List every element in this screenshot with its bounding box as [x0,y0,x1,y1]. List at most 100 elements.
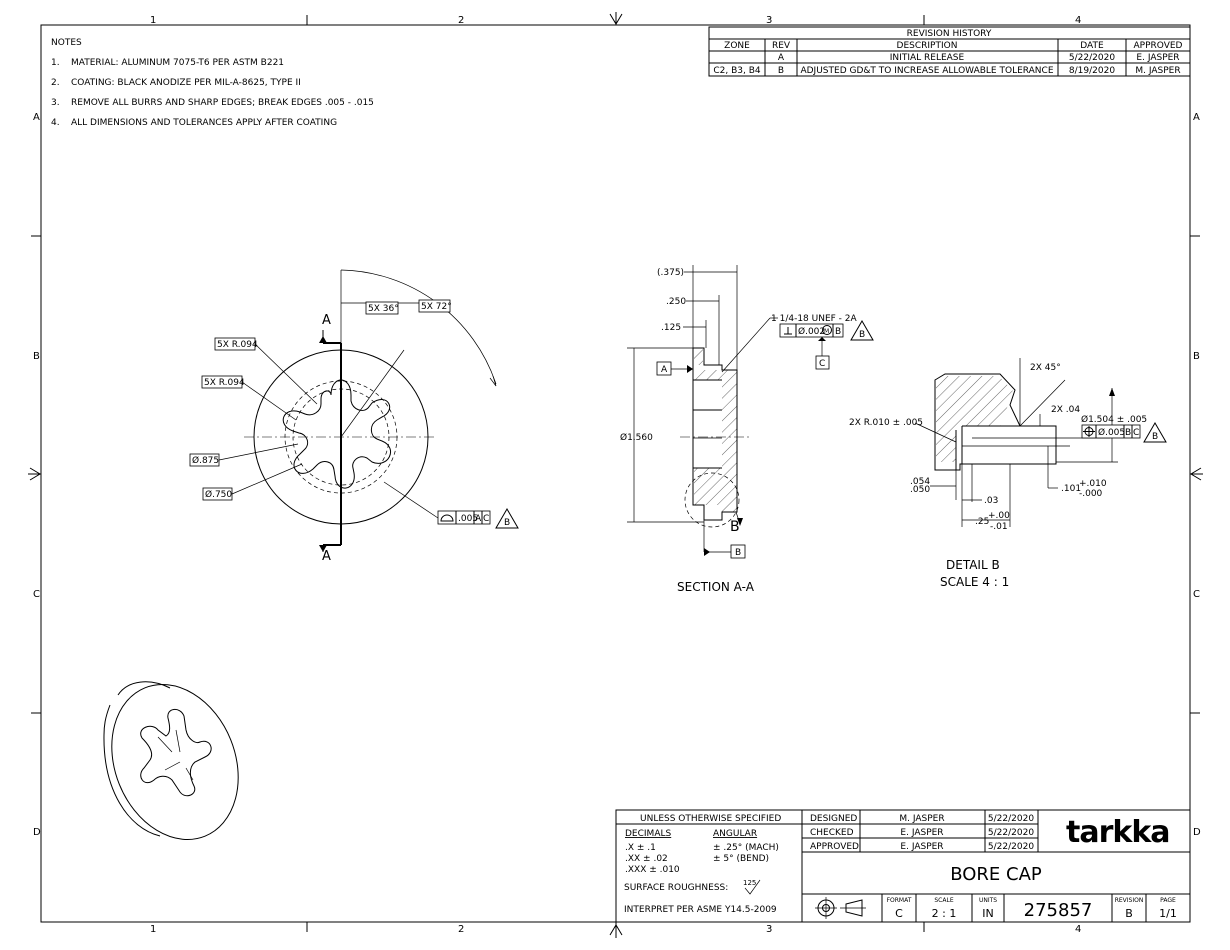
zone-row-a-left: A [33,112,40,123]
zone-row-d-right: D [1193,827,1201,838]
front-profile-datum-a: A [475,514,482,524]
tol-interpret: INTERPRET PER ASME Y14.5-2009 [624,905,777,915]
sheet-border [28,12,1203,938]
scale-label: SCALE [934,897,953,904]
front-profile-fcf: .005 A C B [437,508,519,529]
section-dim-125: .125 [661,323,681,333]
rev-triangle-detail [1143,422,1167,443]
signoff-designed-date: 5/22/2020 [988,814,1034,824]
format-label: FORMAT [887,897,912,904]
section-letter-bottom: A [322,549,331,564]
rev-row-2-date: 8/19/2020 [1069,66,1115,76]
iso-star-recess [140,709,212,797]
tol-roughness-value: 125 [743,879,756,887]
part-name: BORE CAP [950,864,1042,885]
note-3-num: 3. [51,98,60,108]
scale-value: 2 : 1 [932,907,957,920]
revision-history-table: REVISION HISTORY ZONE REV DESCRIPTION DA… [708,26,1191,77]
company-logo: tarkka [1066,815,1170,850]
zone-row-c-left: C [33,589,40,600]
section-thread-fcf: Ø.002 M B B C [779,320,874,370]
zone-row-d-left: D [33,827,41,838]
section-datum-c: C [819,359,825,369]
detail-dim-03: .03 [984,496,998,506]
detail-b-circle [684,472,740,528]
section-thread-rev: B [859,330,865,340]
detail-dim-101-plus: +.010 [1079,479,1107,489]
detail-pos-rev: B [1152,432,1158,442]
signoff-approved-name: E. JASPER [900,842,943,852]
zone-col-4-top: 4 [1075,15,1081,26]
zone-col-3-bottom: 3 [766,924,772,935]
detail-radius: 2X R.010 ± .005 [849,418,923,428]
hatch-wall [722,370,737,512]
datum-a-box [656,361,672,376]
rev-row-2-desc: ADJUSTED GD&T TO INCREASE ALLOWABLE TOLE… [800,66,1053,76]
rev-row-1-date: 5/22/2020 [1069,53,1115,63]
rev-row-2-approved: M. JASPER [1135,66,1180,76]
signoff-approved-label: APPROVED [810,842,859,852]
signoff-checked-name: E. JASPER [900,828,943,838]
tol-angular-title: ANGULAR [713,829,757,839]
front-angle-36-label: 5X 36° [368,304,399,314]
zone-row-a-right: A [1193,112,1200,123]
signoff-designed-name: M. JASPER [899,814,944,824]
profile-surface-icon [440,514,454,522]
surface-roughness-icon [744,879,761,895]
front-view: A A 5X 36° 5X 72° 5X R.094 5X R.094 Ø.87… [189,269,519,564]
note-4-text: ALL DIMENSIONS AND TOLERANCES APPLY AFTE… [71,118,337,128]
zone-row-b-left: B [33,351,40,362]
rev-header-date: DATE [1080,41,1104,51]
detail-view: 2X 45° 2X .04 2X R.010 ± .005 Ø1.504 ± .… [849,358,1167,589]
zone-col-2-top: 2 [458,15,464,26]
hatch-flange-top [694,349,703,365]
section-dim-375: (.375) [657,268,684,278]
detail-chamfer-len: 2X .04 [1051,405,1080,415]
detail-dim-101: .101 [1061,484,1081,494]
detail-dim-25: .25 [975,517,989,527]
section-dim-250: .250 [666,297,686,307]
detail-chamfer: 2X 45° [1030,363,1061,373]
zone-col-1-top: 1 [150,15,156,26]
rev-header-rev: REV [772,41,791,51]
tol-header: UNLESS OTHERWISE SPECIFIED [640,814,781,824]
detail-pos-datum-c: C [1133,428,1139,438]
page-label: PAGE [1160,897,1176,904]
tol-decimal-1: .X ± .1 [625,843,656,853]
detail-position-fcf: Ø.005 B C B [1081,422,1167,443]
angle-72-arc [340,269,497,385]
section-dim-1560: Ø1.560 [620,432,653,443]
page-value: 1/1 [1159,907,1177,920]
signoff-block: DESIGNED M. JASPER 5/22/2020 CHECKED E. … [801,809,1039,853]
zone-col-4-bottom: 4 [1075,924,1081,935]
detail-pos-tol: Ø.005 [1098,427,1125,438]
notes-title: NOTES [51,38,82,48]
rev-row-1-approved: E. JASPER [1136,53,1179,63]
detail-scale: SCALE 4 : 1 [940,575,1009,589]
section-view: B (.375) .250 .125 Ø1.560 A B 1 1/4-18 U… [620,265,874,594]
signoff-checked-date: 5/22/2020 [988,828,1034,838]
detail-pos-datum-b: B [1125,428,1131,438]
section-thread-mod: M [824,328,829,335]
front-dia-875-label: Ø.875 [192,455,219,466]
note-1-num: 1. [51,58,60,68]
note-4-num: 4. [51,118,60,128]
zone-col-1-bottom: 1 [150,924,156,935]
rev-header-approved: APPROVED [1134,41,1183,51]
signoff-approved-date: 5/22/2020 [988,842,1034,852]
units-label: UNITS [979,897,997,904]
detail-dim-054: .054 [910,477,930,487]
zone-row-c-right: C [1193,589,1200,600]
tol-decimal-3: .XXX ± .010 [625,865,680,875]
detail-dim-25-plus: +.00 [988,511,1010,521]
note-2-num: 2. [51,78,60,88]
zone-labels: 1 2 3 4 1 2 3 4 A B C D A B C D [33,15,1201,935]
detail-body-outline [934,373,1057,471]
rev-triangle-front [495,508,519,529]
format-value: C [895,907,903,920]
section-detail-letter: B [730,519,740,535]
signoff-designed-label: DESIGNED [810,814,857,824]
revision-history-title: REVISION HISTORY [907,29,992,39]
section-thread-tol: Ø.002 [798,326,825,337]
front-profile-datum-c: C [483,514,489,524]
